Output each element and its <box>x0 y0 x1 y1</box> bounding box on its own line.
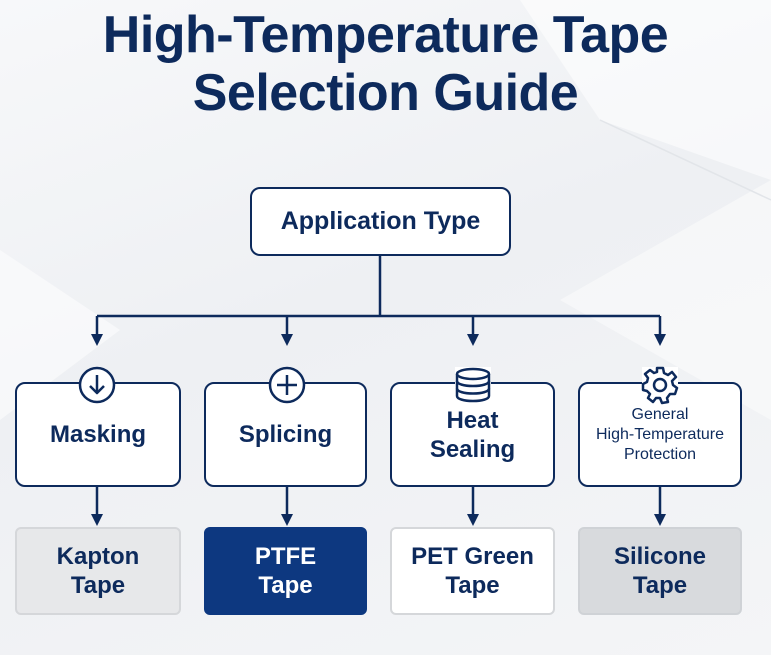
result-silicone-line-2: Tape <box>632 572 688 599</box>
title-line-2: Selection Guide <box>192 64 579 122</box>
application-type-node: Application Type <box>250 187 511 256</box>
title-line-1: High-Temperature Tape <box>102 6 669 64</box>
database-stack-icon <box>455 367 491 403</box>
category-heat-sealing-label-line-1: Heat <box>446 406 499 434</box>
category-heat-sealing-label-line-2: Sealing <box>429 435 516 463</box>
result-silicone-line-1: Silicone <box>613 543 707 570</box>
result-pet-green-line-1: PET Green <box>411 543 534 570</box>
category-general-label-line-3: Protection <box>623 445 697 463</box>
result-kapton-line-2: Tape <box>70 572 126 599</box>
category-general-label-line-1: General <box>631 405 689 423</box>
category-heat-sealing: Heat Sealing <box>390 382 555 487</box>
result-ptfe-tape: PTFE Tape <box>204 527 367 615</box>
arrow-down-circle-icon <box>78 366 116 404</box>
result-pet-green-line-2: Tape <box>445 572 500 599</box>
category-splicing-label: Splicing <box>238 421 333 448</box>
result-ptfe-line-1: PTFE <box>254 543 317 570</box>
result-pet-green-tape: PET Green Tape <box>390 527 555 615</box>
category-masking-label: Masking <box>49 421 147 448</box>
gear-icon <box>641 366 679 405</box>
category-general-label-line-2: High-Temperature <box>595 425 725 443</box>
result-silicone-tape: Silicone Tape <box>578 527 742 615</box>
result-kapton-line-1: Kapton <box>56 543 140 570</box>
plus-circle-icon <box>268 366 306 404</box>
result-ptfe-line-2: Tape <box>258 572 313 599</box>
page-title: High-Temperature Tape Selection Guide <box>0 6 771 122</box>
result-kapton-tape: Kapton Tape <box>15 527 181 615</box>
application-type-label: Application Type <box>280 207 481 235</box>
